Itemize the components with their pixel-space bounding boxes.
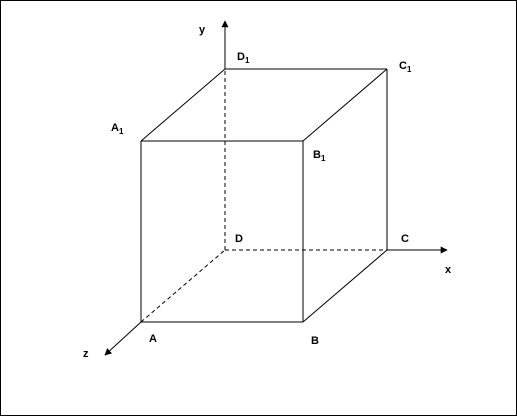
vertex-label-C: C — [401, 233, 409, 245]
z-axis-label: z — [83, 348, 89, 360]
z-axis — [104, 321, 142, 356]
vertex-label-A1: A1 — [111, 122, 124, 136]
vertex-label-A: A — [149, 333, 157, 345]
vertex-label-D: D — [235, 233, 243, 245]
vertex-label-B: B — [311, 335, 319, 347]
edge-A-D — [140, 249, 226, 323]
edge-B1-C1 — [302, 68, 388, 142]
vertex-label-B1: B1 — [313, 149, 326, 163]
y-axis-label: y — [199, 24, 206, 36]
edge-B-C — [302, 249, 388, 323]
x-axis-label: x — [445, 264, 452, 276]
edge-A1-D1 — [140, 68, 226, 142]
vertex-label-C1: C1 — [399, 60, 412, 74]
vertex-label-D1: D1 — [237, 51, 250, 65]
